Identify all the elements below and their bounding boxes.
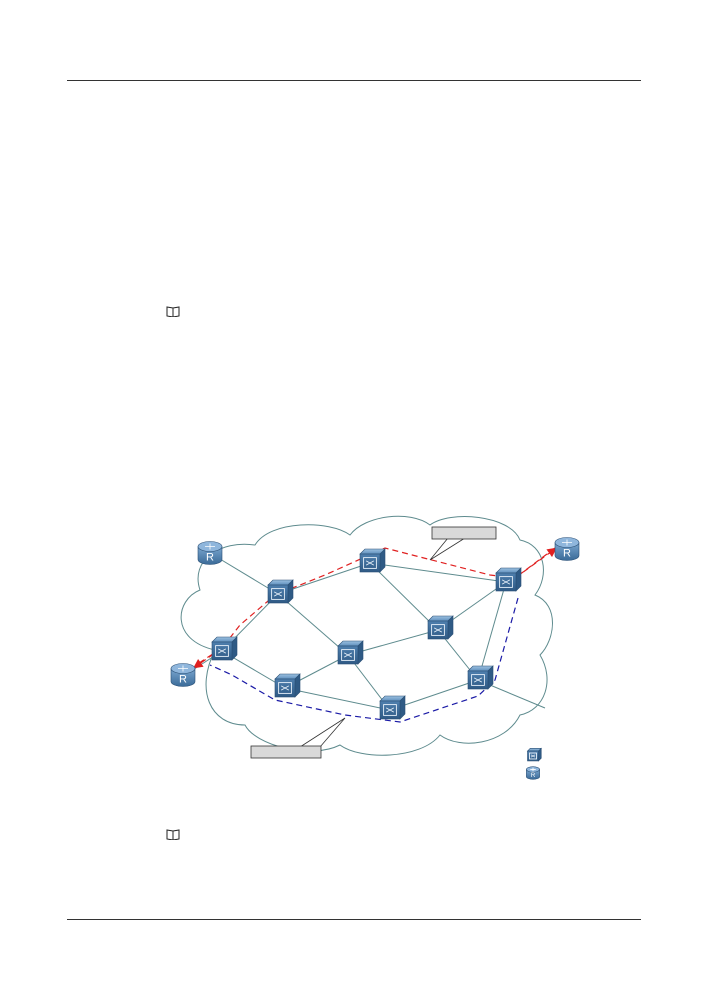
callout-bottom — [250, 717, 346, 759]
link-line — [277, 562, 371, 595]
book-icon — [166, 306, 180, 317]
link-line — [369, 562, 439, 631]
router-icon: R — [554, 537, 580, 561]
network-links — [184, 552, 546, 711]
link-line — [369, 562, 507, 583]
switch-icon — [211, 636, 238, 661]
footer-rule — [67, 919, 641, 920]
switch-icon — [495, 567, 522, 592]
switch-icon — [526, 747, 542, 762]
arrow-to-router-right — [514, 547, 557, 579]
callout-top — [429, 526, 497, 561]
router-label: R — [531, 773, 536, 779]
legend: R — [526, 747, 542, 780]
router-icon: R — [170, 663, 196, 687]
router-icon: R — [197, 541, 223, 565]
header-rule — [67, 80, 641, 81]
link-line — [277, 593, 349, 656]
link-line — [284, 687, 391, 711]
switch-icon — [359, 548, 386, 573]
router-label: R — [563, 548, 571, 560]
switch-icon — [427, 615, 454, 640]
switch-icon — [267, 579, 294, 604]
link-line — [477, 581, 507, 681]
switch-icon — [337, 640, 364, 665]
network-cloud — [180, 515, 553, 756]
router-icon: R — [526, 766, 540, 780]
router-label: R — [206, 552, 214, 564]
book-icon — [166, 829, 180, 840]
switch-icon — [274, 673, 301, 698]
router-label: R — [179, 674, 187, 686]
switch-icon — [379, 695, 406, 720]
switch-icon — [467, 665, 494, 690]
